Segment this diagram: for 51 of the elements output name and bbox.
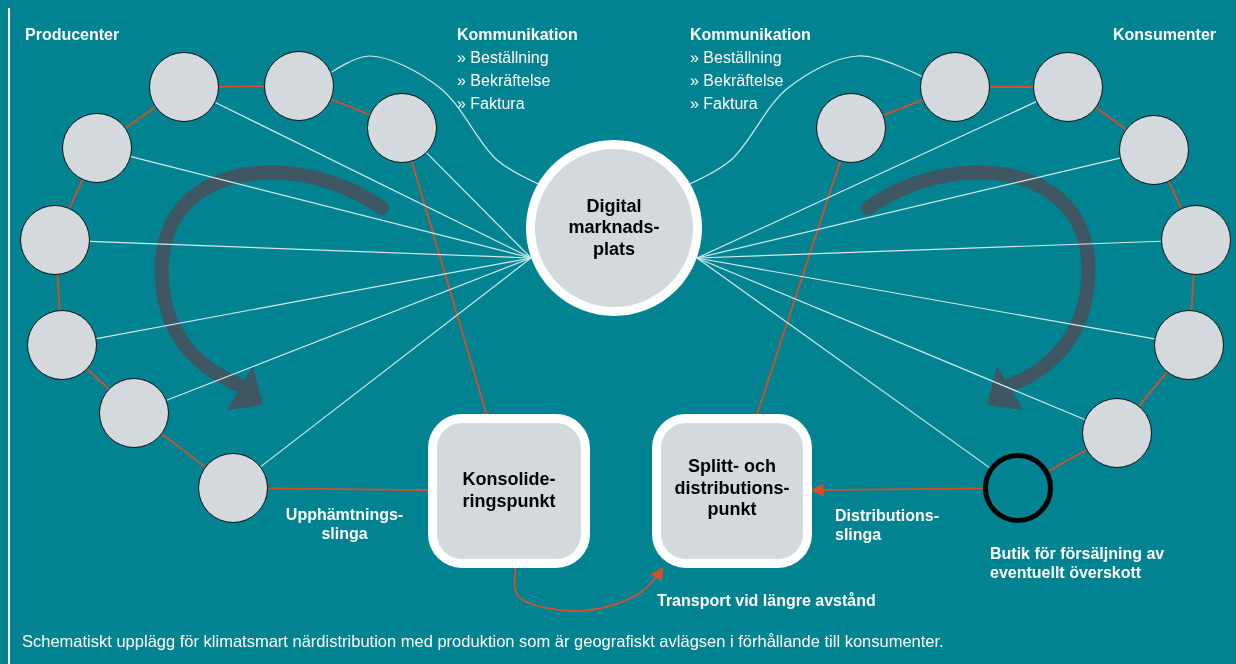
- route-line: [161, 433, 206, 468]
- route-line: [1047, 449, 1088, 472]
- heading-label: Kommunikation: [690, 25, 811, 45]
- route-line: [756, 160, 841, 415]
- node-label: Digital marknads- plats: [567, 195, 661, 261]
- route-line: [86, 368, 110, 390]
- hub-box: [428, 414, 590, 568]
- list-item: » Beställning: [690, 48, 782, 68]
- route-line: [56, 274, 61, 311]
- list-item: » Bekräftelse: [690, 71, 784, 91]
- heading-label: Kommunikation: [457, 25, 578, 45]
- link-line: [260, 257, 532, 468]
- link-line: [696, 257, 1086, 421]
- link-line: [696, 257, 991, 469]
- link-line: [696, 101, 1037, 259]
- list-item: » Faktura: [457, 94, 525, 114]
- heading-label: Producenter: [25, 25, 120, 45]
- route-line: [989, 86, 1034, 88]
- arrow: [810, 483, 984, 497]
- hub-box: [652, 414, 812, 568]
- route-line: [330, 98, 371, 116]
- node-caption: Butik för försäljning av eventuellt överskott: [990, 544, 1166, 583]
- route-line: [1167, 180, 1183, 210]
- list-item: » Beställning: [457, 48, 549, 68]
- route-line: [218, 85, 265, 88]
- route-line: [68, 178, 84, 210]
- link-line: [330, 55, 539, 185]
- route-line: [411, 160, 488, 415]
- route-line: [124, 106, 157, 129]
- route-line: [267, 487, 429, 491]
- loop-label: Distributions- slinga: [835, 506, 940, 545]
- node-label: Konsolide- ringspunkt: [461, 469, 557, 513]
- link-line: [214, 101, 532, 259]
- link-line: [166, 257, 532, 401]
- route-line: [1138, 371, 1168, 407]
- heading-label: Konsumenter: [1111, 25, 1216, 45]
- list-item: » Bekräftelse: [457, 71, 551, 91]
- route-line: [1095, 106, 1127, 131]
- list-item: » Faktura: [690, 94, 758, 114]
- link-line: [426, 152, 532, 259]
- caption: Schematiskt upplägg för klimatsmart närdistribution med produktion som är geografiskt avlägsen i förhållande till konsumenter.: [22, 632, 944, 652]
- heading-label: Transport vid längre avstånd: [657, 591, 877, 611]
- link-line: [689, 55, 923, 185]
- node-circle: [99, 378, 169, 448]
- node-circle: [983, 453, 1053, 523]
- route-line: [1190, 274, 1195, 311]
- link-line: [130, 156, 532, 259]
- node-label: Splitt- och distributions- punkt: [673, 456, 791, 521]
- route-line: [882, 98, 924, 117]
- arrow: [513, 566, 664, 612]
- loop-label: Upphämtnings- slinga: [284, 505, 405, 544]
